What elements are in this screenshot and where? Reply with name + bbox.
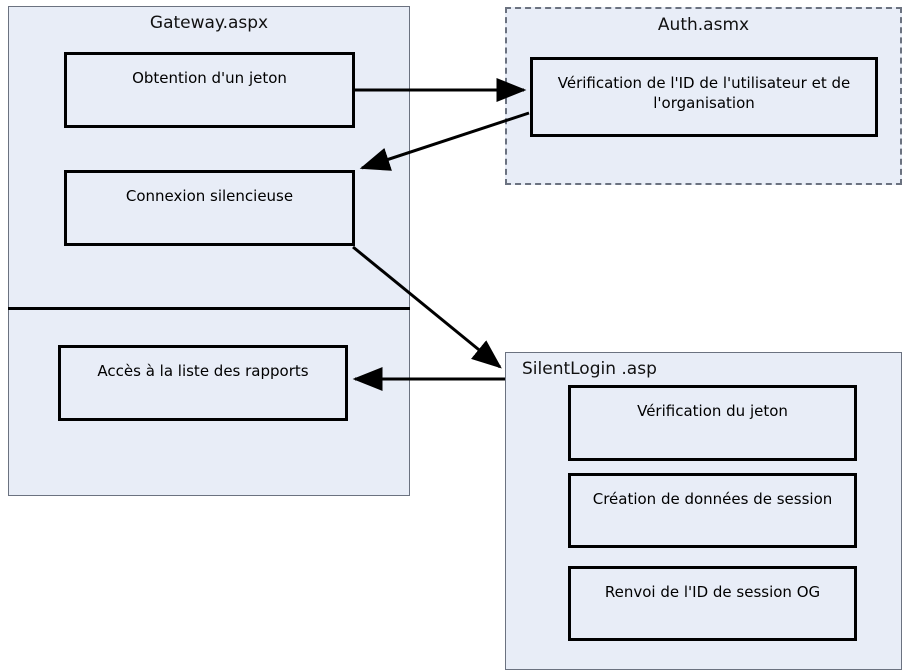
node-verification-jeton[interactable]: Vérification du jeton xyxy=(568,385,857,461)
node-connexion-silencieuse[interactable]: Connexion silencieuse xyxy=(64,170,355,246)
node-renvoi-id-session[interactable]: Renvoi de l'ID de session OG xyxy=(568,566,857,641)
node-connexion-silencieuse-label: Connexion silencieuse xyxy=(125,187,294,205)
gateway-section-divider xyxy=(8,307,410,310)
node-obtention-jeton-label: Obtention d'un jeton xyxy=(132,69,287,87)
container-auth-title: Auth.asmx xyxy=(657,15,750,35)
node-creation-donnees-session-label: Création de données de session xyxy=(592,490,833,508)
node-verification-id[interactable]: Vérification de l'ID de l'utilisateur et… xyxy=(530,57,878,137)
node-verification-id-label: Vérification de l'ID de l'utilisateur et… xyxy=(557,74,851,112)
node-acces-liste-rapports[interactable]: Accès à la liste des rapports xyxy=(58,345,348,421)
container-silentlogin-title: SilentLogin .asp xyxy=(522,359,657,379)
node-renvoi-id-session-label: Renvoi de l'ID de session OG xyxy=(604,583,821,601)
node-obtention-jeton[interactable]: Obtention d'un jeton xyxy=(64,52,355,128)
node-verification-jeton-label: Vérification du jeton xyxy=(637,402,788,420)
node-acces-liste-rapports-label: Accès à la liste des rapports xyxy=(97,362,309,380)
container-gateway-title: Gateway.aspx xyxy=(149,13,269,33)
node-creation-donnees-session[interactable]: Création de données de session xyxy=(568,473,857,548)
